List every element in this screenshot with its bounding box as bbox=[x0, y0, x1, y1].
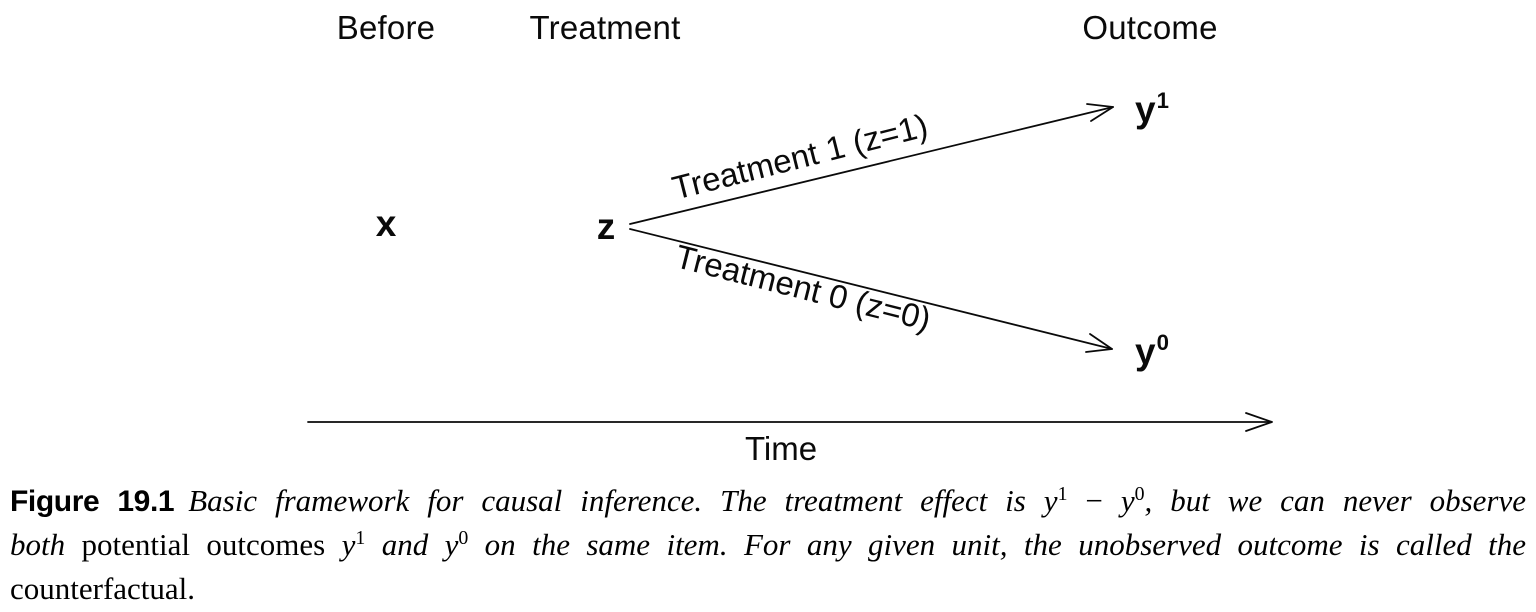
node-y0-superscript: 0 bbox=[1156, 330, 1169, 356]
caption-same-item-text: on the same item. For any given unit, th… bbox=[468, 527, 1527, 562]
column-header-outcome: Outcome bbox=[1082, 9, 1218, 46]
caption-y0b-superscript: 0 bbox=[458, 527, 469, 550]
treatment1-arrowhead bbox=[1086, 103, 1114, 122]
caption-line-2: both potential outcomes y1 and y0 on the… bbox=[10, 525, 1526, 569]
node-x: x bbox=[375, 203, 397, 244]
caption-after-math-text: , but we can never observe bbox=[1144, 483, 1527, 518]
caption-line-3: counterfactual. bbox=[10, 569, 1526, 608]
node-y1-superscript: 1 bbox=[1156, 88, 1169, 114]
node-y0-base: y bbox=[1135, 331, 1156, 372]
time-arrowhead bbox=[1245, 412, 1273, 432]
node-y1-base: y bbox=[1135, 89, 1156, 130]
caption-line-1: Figure 19.1 Basic framework for causal in… bbox=[10, 481, 1526, 525]
time-axis-label: Time bbox=[744, 430, 818, 467]
caption-minus-sign: − bbox=[1067, 483, 1121, 518]
caption-both-text: both bbox=[10, 527, 66, 562]
figure-caption: Figure 19.1 Basic framework for causal in… bbox=[10, 481, 1526, 608]
caption-y0-symbol: y bbox=[1120, 483, 1135, 518]
caption-y1-superscript: 1 bbox=[1057, 483, 1068, 506]
node-y0: y0 bbox=[1135, 330, 1169, 373]
caption-and-text: and bbox=[365, 527, 445, 562]
caption-potential-outcomes-text: potential outcomes bbox=[65, 527, 342, 562]
caption-intro-text: Basic framework for causal inference. Th… bbox=[188, 483, 1044, 518]
caption-y0-superscript: 0 bbox=[1134, 483, 1145, 506]
caption-figure-number: Figure 19.1 bbox=[10, 485, 175, 518]
caption-y1-symbol: y bbox=[1043, 483, 1058, 518]
node-y1: y1 bbox=[1135, 88, 1169, 131]
caption-y0b-symbol: y bbox=[444, 527, 459, 562]
column-header-treatment: Treatment bbox=[529, 9, 681, 46]
treatment0-arrowhead bbox=[1085, 333, 1113, 353]
caption-y1b-superscript: 1 bbox=[355, 527, 366, 550]
column-header-before: Before bbox=[336, 9, 436, 46]
caption-y1b-symbol: y bbox=[341, 527, 356, 562]
caption-counterfactual-text: counterfactual. bbox=[10, 571, 196, 606]
node-z: z bbox=[596, 206, 616, 247]
treatment1-arrow-line bbox=[629, 106, 1114, 225]
treatment0-arrow-line bbox=[629, 228, 1113, 350]
